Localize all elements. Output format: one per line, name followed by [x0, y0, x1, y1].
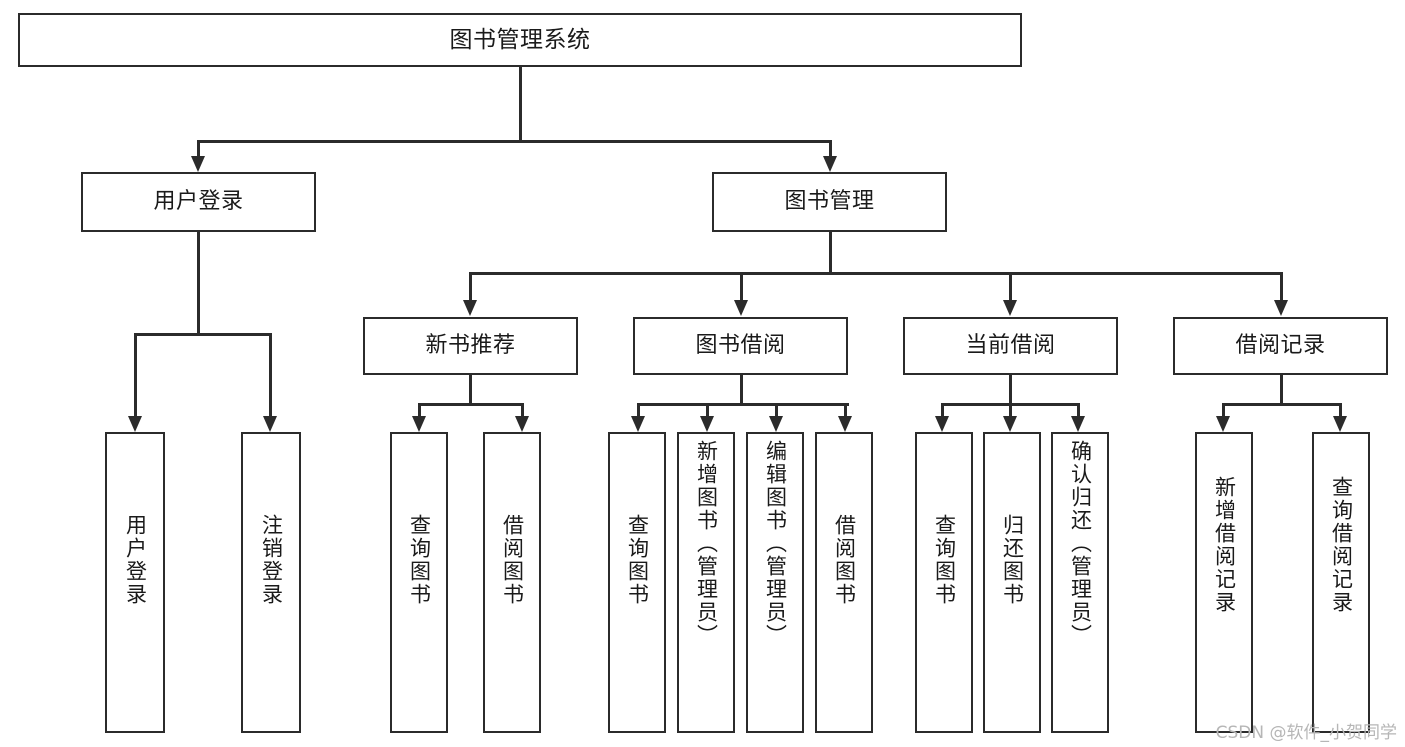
node-label: 借阅图书	[500, 514, 525, 606]
node-leaf-add-book[interactable]: 新增图书（管理员）	[677, 432, 735, 733]
arrowhead-leaf-query-book-2	[631, 416, 645, 432]
node-user-login[interactable]: 用户登录	[81, 172, 316, 232]
connector-to-current-borrow	[1009, 272, 1012, 302]
arrowhead-leaf-query-record	[1333, 416, 1347, 432]
connector-borrow-record-bus	[1222, 403, 1341, 406]
node-leaf-query-record[interactable]: 查询借阅记录	[1312, 432, 1370, 733]
arrowhead-leaf-query-book-1	[412, 416, 426, 432]
arrowhead-user-login	[191, 156, 205, 172]
node-label: 新增借阅记录	[1212, 476, 1237, 614]
node-leaf-borrow-book-1[interactable]: 借阅图书	[483, 432, 541, 733]
node-current-borrow[interactable]: 当前借阅	[903, 317, 1118, 375]
connector-book-management-bus	[469, 272, 1282, 275]
connector-user-login-to-leaf-1	[134, 333, 137, 418]
node-label: 查询图书	[407, 514, 432, 606]
connector-book-management-stem	[829, 232, 832, 274]
node-label: 新书推荐	[425, 333, 516, 359]
arrowhead-book-borrow	[734, 300, 748, 316]
node-label: 图书管理	[784, 189, 875, 215]
arrowhead-leaf-query-book-3	[935, 416, 949, 432]
node-label: 当前借阅	[965, 333, 1056, 359]
node-leaf-query-book-1[interactable]: 查询图书	[390, 432, 448, 733]
node-label: 查询借阅记录	[1329, 476, 1354, 614]
node-label: 确认归还（管理员）	[1068, 440, 1093, 647]
connector-to-new-book-recommend	[469, 272, 472, 302]
connector-new-book-recommend-bus	[418, 403, 523, 406]
node-book-borrow[interactable]: 图书借阅	[633, 317, 848, 375]
connector-current-borrow-stem	[1009, 375, 1012, 405]
node-leaf-add-record[interactable]: 新增借阅记录	[1195, 432, 1253, 733]
node-label: 借阅记录	[1235, 333, 1326, 359]
connector-new-book-recommend-stem	[469, 375, 472, 405]
csdn-watermark: CSDN @软件_小贺同学	[1215, 723, 1397, 743]
node-book-management[interactable]: 图书管理	[712, 172, 947, 232]
connector-root-stem	[519, 67, 522, 142]
arrowhead-leaf-borrow-book-2	[838, 416, 852, 432]
arrowhead-leaf-edit-book	[769, 416, 783, 432]
node-leaf-user-login[interactable]: 用户登录	[105, 432, 165, 733]
connector-nbr-to-leaf-2	[521, 403, 524, 418]
connector-user-login-bus	[134, 333, 272, 336]
connector-cb-to-leaf-3	[1077, 403, 1080, 418]
node-leaf-borrow-book-2[interactable]: 借阅图书	[815, 432, 873, 733]
node-label: 查询图书	[932, 514, 957, 606]
connector-book-borrow-bus	[637, 403, 849, 406]
node-label: 借阅图书	[832, 514, 857, 606]
connector-root-to-book-management	[829, 140, 832, 158]
connector-nbr-to-leaf-1	[418, 403, 421, 418]
node-label: 图书借阅	[695, 333, 786, 359]
arrowhead-leaf-borrow-book-1	[515, 416, 529, 432]
node-label: 图书管理系统	[449, 26, 591, 53]
node-label: 用户登录	[123, 514, 148, 606]
connector-book-borrow-stem	[740, 375, 743, 405]
arrowhead-leaf-add-record	[1216, 416, 1230, 432]
arrowhead-new-book-recommend	[463, 300, 477, 316]
connector-to-borrow-record	[1280, 272, 1283, 302]
arrowhead-leaf-add-book	[700, 416, 714, 432]
node-leaf-confirm-return[interactable]: 确认归还（管理员）	[1051, 432, 1109, 733]
arrowhead-leaf-confirm-return	[1071, 416, 1085, 432]
connector-br-to-leaf-2	[1339, 403, 1342, 418]
node-leaf-return-book[interactable]: 归还图书	[983, 432, 1041, 733]
node-root-system[interactable]: 图书管理系统	[18, 13, 1022, 67]
connector-cb-to-leaf-2	[1009, 403, 1012, 418]
arrowhead-book-management	[823, 156, 837, 172]
connector-root-to-user-login	[197, 140, 200, 158]
node-leaf-query-book-2[interactable]: 查询图书	[608, 432, 666, 733]
connector-bb-to-leaf-1	[637, 403, 640, 418]
node-label: 注销登录	[259, 514, 284, 606]
node-label: 新增图书（管理员）	[694, 440, 719, 647]
connector-to-book-borrow	[740, 272, 743, 302]
arrowhead-leaf-user-logout	[263, 416, 277, 432]
connector-user-login-stem	[197, 232, 200, 335]
node-new-book-recommend[interactable]: 新书推荐	[363, 317, 578, 375]
node-leaf-user-logout[interactable]: 注销登录	[241, 432, 301, 733]
node-leaf-query-book-3[interactable]: 查询图书	[915, 432, 973, 733]
connector-bb-to-leaf-4	[844, 403, 847, 418]
node-label: 查询图书	[625, 514, 650, 606]
node-label: 编辑图书（管理员）	[763, 440, 788, 647]
connector-bb-to-leaf-2	[706, 403, 709, 418]
connector-root-bus	[197, 140, 832, 143]
connector-bb-to-leaf-3	[775, 403, 778, 418]
connector-borrow-record-stem	[1280, 375, 1283, 405]
node-label: 用户登录	[153, 189, 244, 215]
arrowhead-borrow-record	[1274, 300, 1288, 316]
node-borrow-record[interactable]: 借阅记录	[1173, 317, 1388, 375]
connector-br-to-leaf-1	[1222, 403, 1225, 418]
node-label: 归还图书	[1000, 514, 1025, 606]
node-leaf-edit-book[interactable]: 编辑图书（管理员）	[746, 432, 804, 733]
arrowhead-current-borrow	[1003, 300, 1017, 316]
connector-user-login-to-leaf-2	[269, 333, 272, 418]
arrowhead-leaf-user-login	[128, 416, 142, 432]
connector-cb-to-leaf-1	[941, 403, 944, 418]
arrowhead-leaf-return-book	[1003, 416, 1017, 432]
